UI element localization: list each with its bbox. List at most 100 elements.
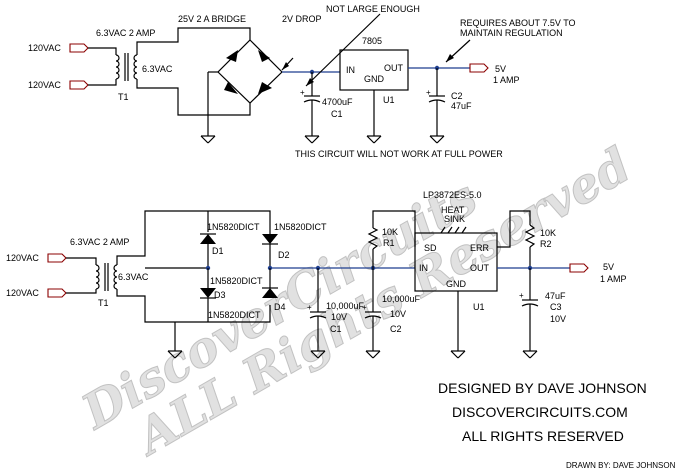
top-regulator-out: OUT <box>384 63 404 73</box>
bottom-diode-d4 <box>262 268 278 298</box>
bottom-capacitor-c1 <box>309 268 327 343</box>
bottom-output-current: 1 AMP <box>600 274 627 284</box>
top-transformer <box>115 53 138 81</box>
bottom-transformer-ref: T1 <box>98 298 109 308</box>
bottom-heatsink-2: SINK <box>444 214 465 224</box>
top-drop-note: 2V DROP <box>282 14 322 24</box>
top-c2-ref: C2 <box>451 91 463 101</box>
bottom-input-plug-2 <box>47 288 67 298</box>
bottom-transformer-rating: 6.3VAC 2 AMP <box>70 237 129 247</box>
top-input-label-2: 120VAC <box>28 80 61 90</box>
bottom-transformer-secondary: 6.3VAC <box>118 272 149 282</box>
bottom-c3-value: 47uF <box>545 291 566 301</box>
bottom-capacitor-c3 <box>521 268 539 343</box>
top-c2-ground <box>429 127 445 144</box>
top-transformer-ref: T1 <box>118 92 129 102</box>
top-bridge-rectifier <box>217 39 283 104</box>
top-warning: THIS CIRCUIT WILL NOT WORK AT FULL POWER <box>295 149 503 159</box>
top-bridge-label: 25V 2 A BRIDGE <box>178 14 246 24</box>
top-c1-ground <box>304 127 320 144</box>
bottom-capacitor-c2 <box>364 268 382 343</box>
top-capacitor-c2 <box>428 68 446 128</box>
bottom-c3-ref: C3 <box>550 302 562 312</box>
bottom-d1-ref: D1 <box>212 246 224 256</box>
bottom-r1-ref: R1 <box>383 238 395 248</box>
bottom-resistor-r1 <box>367 210 416 250</box>
top-transformer-secondary: 6.3VAC <box>142 64 173 74</box>
bottom-c3-ground <box>522 342 538 359</box>
svg-text:+: + <box>362 303 367 312</box>
top-circuit: 120VAC 120VAC 6.3VAC 2 AMP 6.3VAC T1 25V… <box>28 4 576 159</box>
bottom-d1-part: 1N5820DICT <box>207 222 260 232</box>
top-regulator-part: 7805 <box>362 36 382 46</box>
svg-text:+: + <box>300 88 305 97</box>
bottom-d4-part: 1N5820DICT <box>208 310 261 320</box>
bottom-diode-d1 <box>200 233 216 268</box>
bottom-output-terminal <box>569 263 589 273</box>
top-c1-value: 4700uF <box>322 97 353 107</box>
credits-block: DESIGNED BY DAVE JOHNSON DISCOVERCIRCUIT… <box>438 380 676 470</box>
bottom-d2-ref: D2 <box>278 250 290 260</box>
bottom-c2-volt: 10V <box>390 309 406 319</box>
bottom-regulator-u1 <box>414 232 498 292</box>
designed-by: DESIGNED BY DAVE JOHNSON <box>438 380 647 396</box>
bottom-d3-ref: D3 <box>214 290 226 300</box>
bottom-heatsink-marks <box>440 226 467 234</box>
bottom-c3-volt: 10V <box>550 314 566 324</box>
top-capacitor-c1 <box>303 72 321 128</box>
top-regulator-gnd: GND <box>364 74 385 84</box>
bottom-regulator-sd: SD <box>424 243 437 253</box>
bottom-c1-value: 10,000uF <box>326 301 365 311</box>
svg-text:+: + <box>519 291 524 300</box>
bottom-regulator-err: ERR <box>470 243 490 253</box>
bottom-diode-d2 <box>262 232 278 268</box>
bottom-regulator-ref: U1 <box>473 302 485 312</box>
bottom-regulator-out: OUT <box>470 263 490 273</box>
bottom-input-label-1: 120VAC <box>6 253 39 263</box>
svg-text:+: + <box>307 303 312 312</box>
bottom-c2-ground <box>365 342 381 359</box>
bottom-c2-ref: C2 <box>390 324 402 334</box>
top-regulator-in: IN <box>346 65 355 75</box>
bottom-c1-ref: C1 <box>330 324 342 334</box>
bottom-r2-value: 10K <box>540 228 556 238</box>
bottom-r2-ref: R2 <box>540 239 552 249</box>
bottom-regulator-part: LP3872ES-5.0 <box>423 190 482 200</box>
bottom-d2-part: 1N5820DICT <box>274 222 327 232</box>
bottom-regulator-in: IN <box>419 263 428 273</box>
bottom-transformer <box>95 263 118 291</box>
site-name: DISCOVERCIRCUITS.COM <box>452 404 628 420</box>
svg-text:+: + <box>426 88 431 97</box>
bottom-input-label-2: 120VAC <box>6 288 39 298</box>
top-input-label-1: 120VAC <box>28 43 61 53</box>
top-regulator-ground <box>366 127 382 144</box>
bottom-circuit: 120VAC 120VAC 6.3VAC 2 AMP 6.3VAC T1 1N5… <box>6 190 627 359</box>
rights-text: ALL RIGHTS RESERVED <box>462 428 624 444</box>
bottom-c2-value: 10,000uF <box>382 294 421 304</box>
bottom-output-voltage: 5V <box>603 262 614 272</box>
bottom-input-plug-1 <box>47 253 67 263</box>
bottom-d3-part: 1N5820DICT <box>210 276 263 286</box>
top-reg-note-1: REQUIRES ABOUT 7.5V TO <box>460 18 576 28</box>
bottom-c1-volt: 10V <box>331 312 347 322</box>
top-c1-ref: C1 <box>331 109 343 119</box>
top-output-current: 1 AMP <box>493 75 520 85</box>
top-output-terminal <box>469 63 489 73</box>
top-c2-value: 47uF <box>451 101 472 111</box>
top-bridge-ground <box>200 127 216 144</box>
bottom-regulator-gnd: GND <box>446 279 467 289</box>
top-reg-note-2: MAINTAIN REGULATION <box>460 28 563 38</box>
top-cap-note: NOT LARGE ENOUGH <box>326 4 420 14</box>
drawn-by: DRAWN BY: DAVE JOHNSON <box>566 461 676 470</box>
top-input-plug-2 <box>69 80 89 90</box>
bottom-regulator-ground <box>450 342 466 359</box>
bottom-diode-d3 <box>200 268 216 322</box>
bottom-resistor-r2 <box>524 224 536 268</box>
bottom-heatsink-1: HEAT <box>441 205 465 215</box>
bottom-r1-value: 10K <box>382 227 398 237</box>
top-regulator-ref: U1 <box>383 95 395 105</box>
bottom-d4-ref: D4 <box>274 302 286 312</box>
top-output-voltage: 5V <box>495 64 506 74</box>
top-input-plug-1 <box>69 43 89 53</box>
top-transformer-rating: 6.3VAC 2 AMP <box>96 28 155 38</box>
